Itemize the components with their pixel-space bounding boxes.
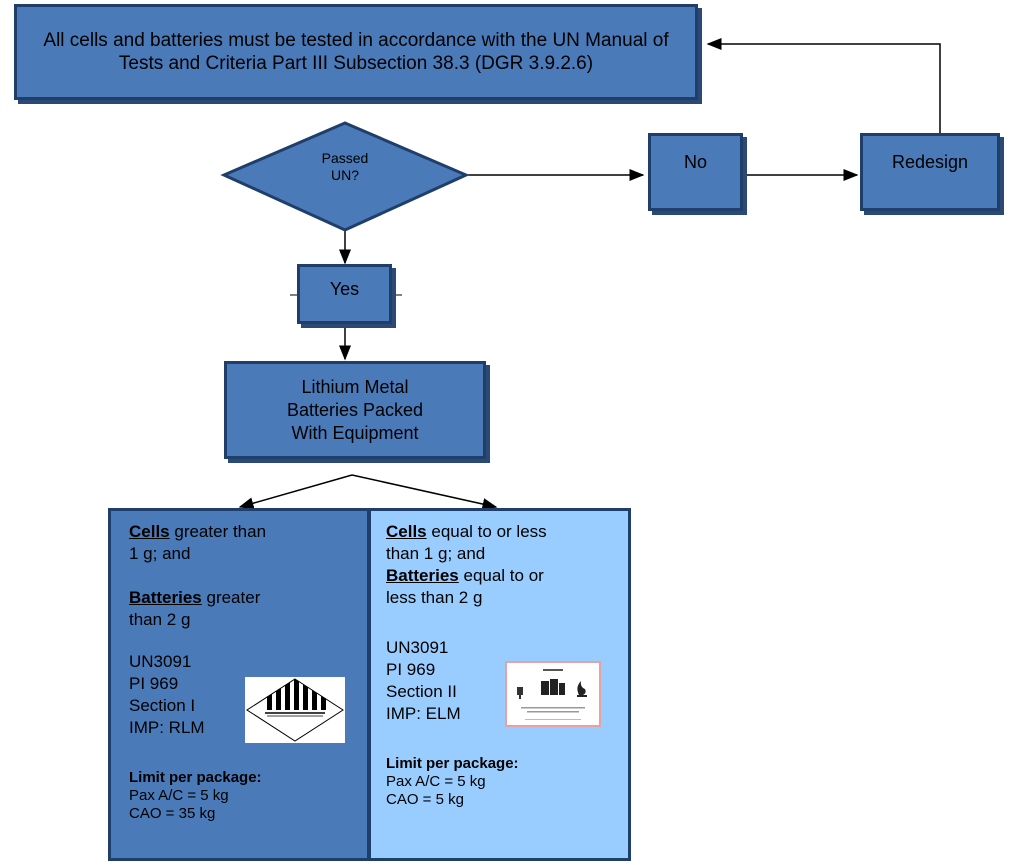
left-pax: Pax A/C = 5 kg	[129, 787, 229, 804]
arrow-redesign-to-top	[706, 38, 941, 133]
left-batt-rest1: greater	[201, 588, 261, 607]
lithium-battery-handling-label-icon	[505, 661, 601, 727]
right-section: Section II	[386, 682, 457, 701]
right-cells-word: Cells	[386, 522, 427, 541]
left-section: Section I	[129, 696, 196, 715]
packed-line1: Lithium Metal	[301, 376, 409, 397]
no-box: No	[648, 133, 743, 211]
left-panel-section-i: Cells greater than 1 g; and Batteries gr…	[108, 508, 370, 861]
right-limit-title: Limit per package:	[386, 755, 519, 772]
left-criteria: Cells greater than 1 g; and Batteries gr…	[129, 521, 359, 631]
right-batt-rest1: equal to or	[458, 566, 544, 585]
left-cells-rest2: 1 g; and	[129, 544, 191, 563]
top-requirement-box: All cells and batteries must be tested i…	[14, 4, 698, 100]
redesign-text: Redesign	[891, 152, 969, 172]
arrow-packed-to-right	[351, 474, 498, 510]
decision-line2: UN?	[330, 167, 359, 183]
right-panel-section-ii: Cells equal to or less than 1 g; and Bat…	[368, 508, 631, 861]
right-pi: PI 969	[386, 660, 436, 679]
left-un: UN3091	[129, 652, 192, 671]
left-imp: IMP: RLM	[129, 718, 205, 737]
left-cao: CAO = 35 kg	[129, 805, 216, 822]
packed-line2: Batteries Packed	[286, 399, 424, 420]
class-9-hazard-label-icon	[245, 677, 345, 743]
right-pax: Pax A/C = 5 kg	[386, 773, 486, 790]
left-cells-word: Cells	[129, 522, 170, 541]
decision-diamond	[220, 121, 470, 232]
left-un-info: UN3091 PI 969 Section I IMP: RLM	[129, 651, 269, 739]
left-batt-rest2: than 2 g	[129, 610, 191, 629]
arrow-packed-to-left	[238, 474, 353, 510]
right-cao: CAO = 5 kg	[386, 791, 464, 808]
yes-text: Yes	[329, 279, 360, 299]
left-limit-title: Limit per package:	[129, 769, 262, 786]
left-batt-word: Batteries	[129, 588, 202, 607]
right-cells-rest1: equal to or less	[426, 522, 547, 541]
right-limit: Limit per package: Pax A/C = 5 kg CAO = …	[386, 755, 626, 809]
left-cells-rest1: greater than	[169, 522, 267, 541]
right-un: UN3091	[386, 638, 449, 657]
top-requirement-text: All cells and batteries must be tested i…	[43, 30, 669, 74]
right-imp: IMP: ELM	[386, 704, 461, 723]
right-criteria: Cells equal to or less than 1 g; and Bat…	[386, 521, 626, 609]
decision-label: Passed UN?	[300, 150, 390, 184]
left-limit: Limit per package: Pax A/C = 5 kg CAO = …	[129, 769, 359, 823]
yes-box: Yes	[297, 264, 392, 324]
left-pi: PI 969	[129, 674, 179, 693]
no-text: No	[683, 152, 707, 172]
packed-line3: With Equipment	[291, 422, 419, 443]
right-un-info: UN3091 PI 969 Section II IMP: ELM	[386, 637, 516, 725]
right-batt-rest2: less than 2 g	[386, 588, 483, 607]
decision-line1: Passed	[321, 150, 369, 166]
redesign-box: Redesign	[860, 133, 1000, 211]
right-cells-rest2: than 1 g; and	[386, 544, 486, 563]
right-batt-word: Batteries	[386, 566, 459, 585]
packed-with-equipment-box: Lithium Metal Batteries Packed With Equi…	[224, 361, 486, 459]
